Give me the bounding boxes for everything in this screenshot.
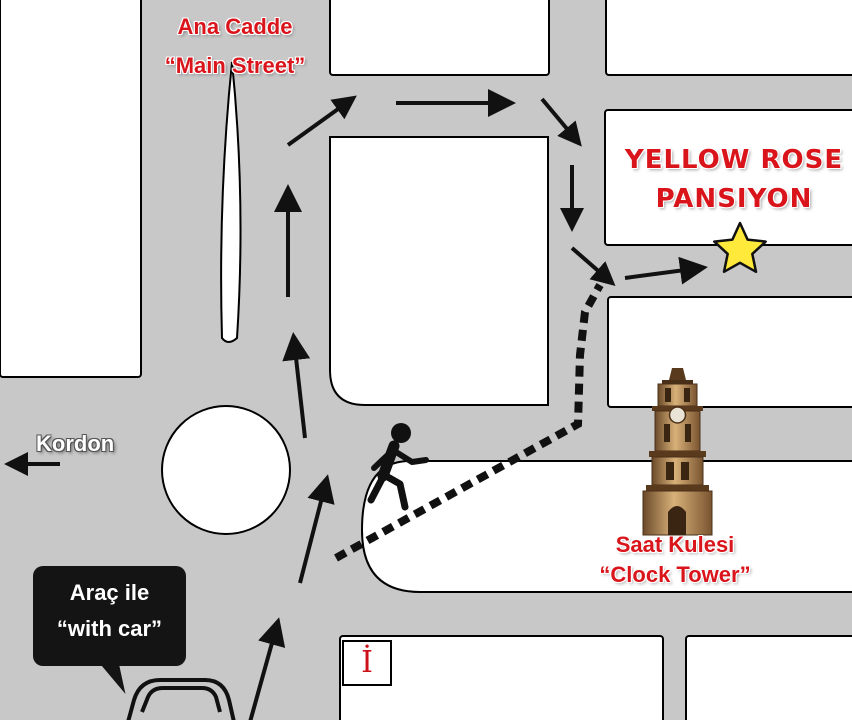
block-top-center — [329, 0, 550, 76]
block-right-middle — [607, 296, 852, 408]
hotel-name-line1: YELLOW ROSE — [624, 145, 844, 175]
block-left — [0, 0, 142, 378]
arrow-icon — [624, 256, 708, 285]
car-label-en: “with car” — [56, 616, 163, 641]
block-hotel — [604, 109, 852, 246]
pedestrian-icon — [367, 423, 429, 511]
main-street-label-tr: Ana Cadde — [177, 14, 293, 39]
block-top-right — [605, 0, 852, 76]
hotel-name-line2: PANSIYON — [655, 184, 813, 214]
kordon-label: Kordon — [36, 431, 115, 456]
arrow-icon — [570, 246, 616, 286]
roundabout — [161, 405, 291, 535]
arrow-icon — [282, 332, 311, 439]
main-street-label-en: “Main Street” — [164, 53, 306, 78]
car-route — [4, 89, 708, 720]
arrow-icon — [298, 474, 335, 584]
car-speech-bubble: Araç ile “with car” — [33, 566, 186, 666]
clock-tower-label-en: “Clock Tower” — [599, 562, 751, 587]
arrow-icon — [248, 617, 286, 720]
street-median — [220, 61, 242, 343]
star-icon — [713, 221, 767, 274]
clock-tower-icon — [642, 368, 713, 536]
walking-route — [334, 283, 604, 562]
block-bottom-center — [339, 635, 664, 720]
block-center — [329, 136, 549, 406]
block-bottom-right — [685, 635, 852, 720]
info-icon: İ — [342, 640, 392, 686]
clock-tower-label-tr: Saat Kulesi — [615, 532, 735, 557]
arrow-icon — [286, 95, 357, 147]
car-icon — [126, 678, 236, 720]
arrow-icon — [540, 97, 582, 147]
car-label-tr: Araç ile — [69, 580, 150, 605]
